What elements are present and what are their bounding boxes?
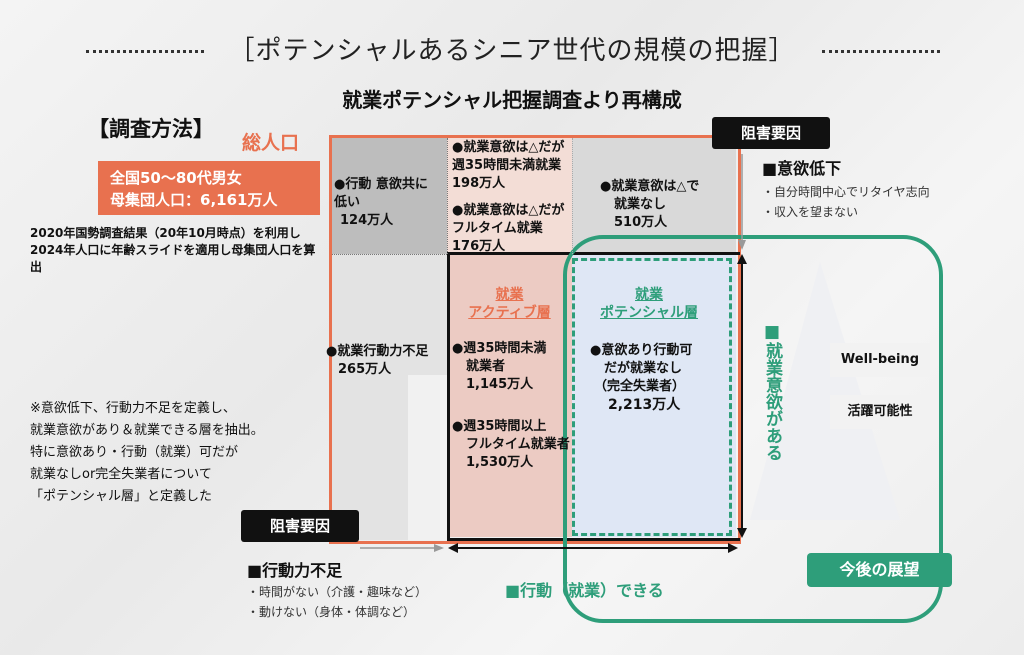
note-line: ※意欲低下、行動力不足を定義し、 [30, 401, 236, 416]
cell-line: 就業なし [614, 197, 667, 212]
cell-line: 就業者 [466, 359, 506, 374]
cell-lack-light [408, 375, 447, 540]
cell-line: ●週35時間未満 [452, 341, 547, 356]
grid-line [447, 138, 448, 254]
outlook-wellbeing: Well-being [830, 343, 930, 377]
total-population-label: 総人口 [242, 132, 300, 154]
cell-lack: ●就業行動力不足 265万人 [326, 343, 428, 379]
cell-line: 198万人 [452, 176, 506, 191]
cell-line: 1,530万人 [466, 455, 534, 470]
cell-low-both-bg [330, 136, 447, 254]
cell-line: 1,145万人 [466, 377, 534, 392]
note-line: 「ポテンシャル層」と定義した [30, 489, 213, 504]
population-box: 全国50～80代男女 母集団人口：6,161万人 [98, 161, 320, 215]
cell-line: ●就業意欲は△だが [452, 140, 565, 155]
potential-layer-bg [572, 254, 736, 537]
layer-title-line: アクティブ層 [468, 305, 551, 321]
cell-low-both: ●行動 意欲共に 低い 124万人 [334, 176, 428, 230]
cell-line: だが就業なし [604, 361, 683, 376]
layer-title-line: 就業 [495, 287, 524, 303]
cell-part-full-bg [447, 136, 572, 254]
definition-note: ※意欲低下、行動力不足を定義し、 就業意欲があり＆就業できる層を抽出。 特に意欲… [30, 398, 320, 508]
population-line-1: 全国50～80代男女 [110, 169, 242, 187]
cell-line: ●就業行動力不足 [326, 344, 429, 359]
horizontal-range-arrow [448, 543, 738, 553]
cell-part-time: ●就業意欲は△だが 週35時間未満就業 198万人 [452, 139, 564, 193]
population-line-2: 母集団人口：6,161万人 [110, 191, 278, 209]
barrier-action-bullets: ・時間がない（介護・趣味など） ・動けない（身体・体調など） [247, 582, 427, 622]
note-line: 特に意欲あり・行動（就業）可だが [30, 445, 239, 460]
cell-line: 124万人 [340, 213, 394, 228]
layer-title-line: 就業 [635, 287, 663, 303]
cell-none: ●就業意欲は△で 就業なし 510万人 [600, 178, 699, 232]
potential-dashed-frame [572, 258, 732, 536]
cell-active-over35: ●週35時間以上 フルタイム就業者 1,530万人 [452, 418, 570, 472]
grid-line [332, 254, 447, 255]
barrier-action-heading: ■行動力不足 [247, 561, 343, 580]
bullet-item: ・収入を望まない [762, 205, 859, 219]
outlook-wedge [750, 262, 900, 520]
cell-line: ●週35時間以上 [452, 419, 547, 434]
barrier-motivation-arrow [738, 154, 746, 250]
axis-motivation-label: ■就業意欲がある [762, 322, 782, 461]
title-dots-right [822, 50, 940, 53]
barrier-action-tag: 阻害要因 [241, 510, 359, 542]
note-line: 就業なしor完全失業者について [30, 467, 212, 482]
active-layer-bg [447, 254, 572, 537]
bullet-item: ・時間がない（介護・趣味など） [247, 585, 428, 599]
cell-line: ●意欲あり行動可 [590, 343, 693, 358]
potential-layer-title: 就業 ポテンシャル層 [572, 286, 726, 322]
outlook-label: 今後の展望 [807, 553, 952, 587]
axis-action-label: ■行動（就業）できる [505, 581, 664, 600]
cell-line: フルタイム就業者 [466, 437, 570, 452]
cell-line: 2,213万人 [608, 397, 681, 413]
page-subtitle: 就業ポテンシャル把握調査より再構成 [342, 88, 682, 112]
vertical-range-arrow [737, 254, 747, 538]
cell-line: （完全失業者） [594, 379, 686, 394]
barrier-motivation-heading: ■意欲低下 [762, 159, 842, 178]
cell-line: 265万人 [338, 362, 392, 377]
title-dots-left [86, 50, 204, 53]
barrier-action-arrow [360, 544, 444, 552]
cell-line: 510万人 [614, 215, 668, 230]
cell-line: ●就業意欲は△で [600, 179, 700, 194]
barrier-motivation-tag: 阻害要因 [712, 117, 830, 149]
cell-full-time: ●就業意欲は△だが フルタイム就業 176万人 [452, 202, 564, 256]
total-population-frame [329, 135, 741, 544]
cell-line: 176万人 [452, 239, 506, 254]
cell-potential: ●意欲あり行動可 だが就業なし （完全失業者） 2,213万人 [590, 342, 692, 414]
outlook-potential: 活躍可能性 [830, 395, 930, 429]
cell-line: ●就業意欲は△だが [452, 203, 565, 218]
bullet-item: ・動けない（身体・体調など） [247, 605, 416, 619]
outlook-rounded-frame [563, 235, 943, 623]
cell-active-under35: ●週35時間未満 就業者 1,145万人 [452, 340, 546, 394]
layer-title-line: ポテンシャル層 [600, 305, 698, 321]
page-title: ［ポテンシャルあるシニア世代の規模の把握］ [228, 36, 796, 66]
cell-line: ●行動 意欲共に [334, 177, 428, 192]
cell-line: 低い [334, 195, 361, 210]
grid-line [572, 138, 573, 254]
active-layer-title: 就業 アクティブ層 [447, 286, 572, 322]
barrier-motivation-bullets: ・自分時間中心でリタイヤ志向 ・収入を望まない [762, 182, 930, 222]
survey-note: 2020年国勢調査結果（20年10月時点）を利用し2024年人口に年齢スライドを… [30, 226, 316, 274]
cell-line: フルタイム就業 [452, 221, 543, 236]
cell-none-bg [572, 136, 736, 254]
note-line: 就業意欲があり＆就業できる層を抽出。 [30, 423, 264, 438]
bullet-item: ・自分時間中心でリタイヤ志向 [762, 185, 930, 199]
method-label: 【調査方法】 [88, 117, 214, 141]
cell-line: 週35時間未満就業 [452, 158, 562, 173]
